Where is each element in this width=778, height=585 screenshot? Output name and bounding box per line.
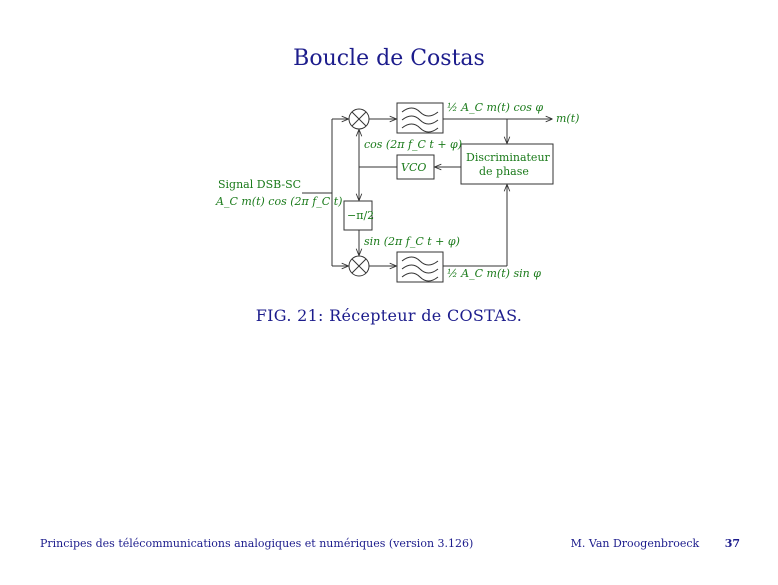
phase-discriminator: [460, 143, 554, 185]
figure-caption: FIG. 21: Récepteur de COSTAS.: [255, 306, 523, 325]
phase-shift-label: −π/2: [347, 209, 374, 222]
lower-multiplier: [348, 255, 370, 277]
lower-lowpass-filter: [369, 251, 444, 283]
sin-reference-label: sin (2π f_C t + φ): [364, 235, 460, 248]
vco-block: [359, 130, 461, 200]
input-label-line1: Signal DSB-SC: [218, 178, 301, 191]
vco-label: VCO: [401, 161, 426, 174]
upper-multiplier: [348, 108, 370, 130]
lower-output-wire: [443, 185, 507, 267]
footer-course-title: Principes des télécommunications analogi…: [40, 537, 474, 550]
upper-output-label: ½ A_C m(t) cos φ: [447, 101, 543, 114]
input-signal-wire: [302, 119, 348, 266]
lower-output-label: ½ A_C m(t) sin φ: [447, 267, 541, 280]
footer-page-number: 37: [724, 537, 740, 550]
footer-author: M. Van Droogenbroeck: [570, 537, 700, 550]
discriminator-label-line1: Discriminateur: [466, 151, 551, 164]
input-label-line2: A_C m(t) cos (2π f_C t): [215, 195, 342, 208]
slide-title: Boucle de Costas: [293, 46, 485, 71]
phase-shift-block: [343, 200, 373, 255]
footer-right: M. Van Droogenbroeck 37: [571, 537, 740, 550]
upper-output-wire: [443, 119, 552, 143]
cos-reference-label: cos (2π f_C t + φ): [364, 138, 462, 151]
discriminator-label-line2: de phase: [479, 165, 529, 178]
output-label: m(t): [556, 112, 579, 125]
upper-lowpass-filter: [369, 102, 444, 134]
